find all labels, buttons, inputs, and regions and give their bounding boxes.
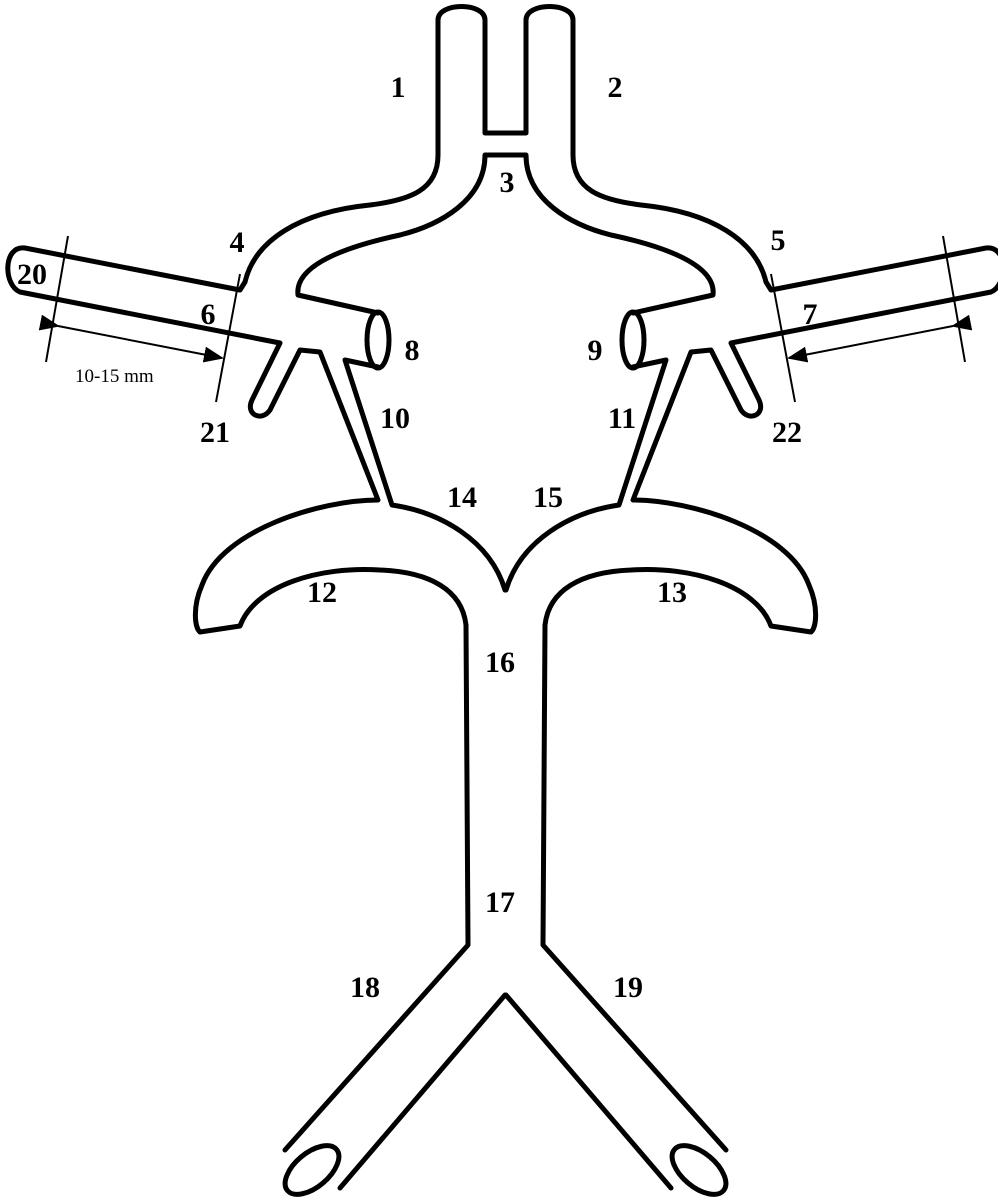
label-22: 22 (772, 416, 802, 449)
label-2: 2 (608, 71, 623, 104)
left-outer-outline (5, 17, 471, 1153)
label-9: 9 (588, 334, 603, 367)
vessel-1-inner (482, 17, 509, 136)
right-half-vessels (505, 7, 998, 1202)
label-8: 8 (405, 334, 420, 367)
measurement-label: 10-15 mm (75, 366, 154, 387)
measure-arrow (38, 314, 224, 363)
vessel-18-inner-edge (337, 992, 508, 1191)
label-10: 10 (380, 402, 410, 435)
label-13: 13 (657, 576, 687, 609)
label-21: 21 (200, 416, 230, 449)
vessel-8-end (364, 309, 392, 371)
measure-line-end (215, 273, 241, 403)
label-12: 12 (307, 576, 337, 609)
label-11: 11 (608, 402, 636, 435)
label-19: 19 (613, 971, 643, 1004)
left-half-vessels (5, 4, 509, 1197)
vessel-1-cap (435, 4, 488, 23)
label-16: 16 (485, 646, 515, 679)
vessel-18-end (282, 1143, 342, 1197)
label-18: 18 (350, 971, 380, 1004)
label-3: 3 (500, 166, 515, 199)
label-14: 14 (447, 481, 477, 514)
label-5: 5 (771, 224, 786, 257)
label-17: 17 (485, 886, 515, 919)
label-7: 7 (803, 298, 818, 331)
label-6: 6 (201, 298, 216, 331)
label-1: 1 (391, 71, 406, 104)
label-4: 4 (230, 226, 245, 259)
vessel-10-inner (342, 357, 508, 593)
label-15: 15 (533, 481, 563, 514)
left-inner-outline (295, 152, 509, 316)
label-20: 20 (17, 258, 47, 291)
